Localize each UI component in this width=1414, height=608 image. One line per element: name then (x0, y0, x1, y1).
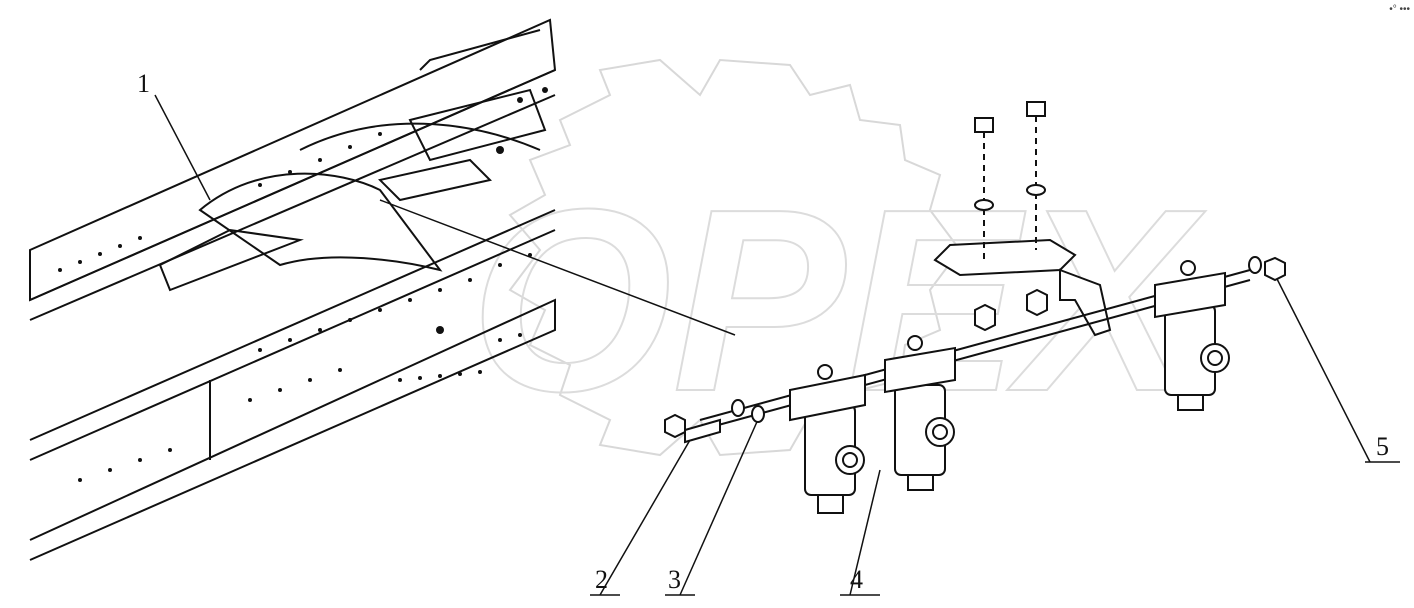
mounting-bracket (933, 101, 1112, 337)
frame-rail (29, 18, 557, 561)
callout-labels: 1 2 3 4 5 (137, 69, 1389, 594)
corner-mark: •° ••• (1389, 4, 1410, 15)
rail-holes (58, 87, 548, 482)
valve-right (1154, 260, 1230, 411)
callout-3: 3 (668, 565, 681, 594)
callout-2: 2 (595, 565, 608, 594)
bolts-washers (664, 256, 1286, 444)
callout-5: 5 (1376, 432, 1389, 461)
valve-left (789, 364, 866, 514)
callout-underlines (590, 461, 1400, 596)
valve-middle (884, 335, 956, 491)
callout-4: 4 (850, 565, 863, 594)
callout-1: 1 (137, 69, 150, 98)
leader-lines (154, 94, 1371, 596)
